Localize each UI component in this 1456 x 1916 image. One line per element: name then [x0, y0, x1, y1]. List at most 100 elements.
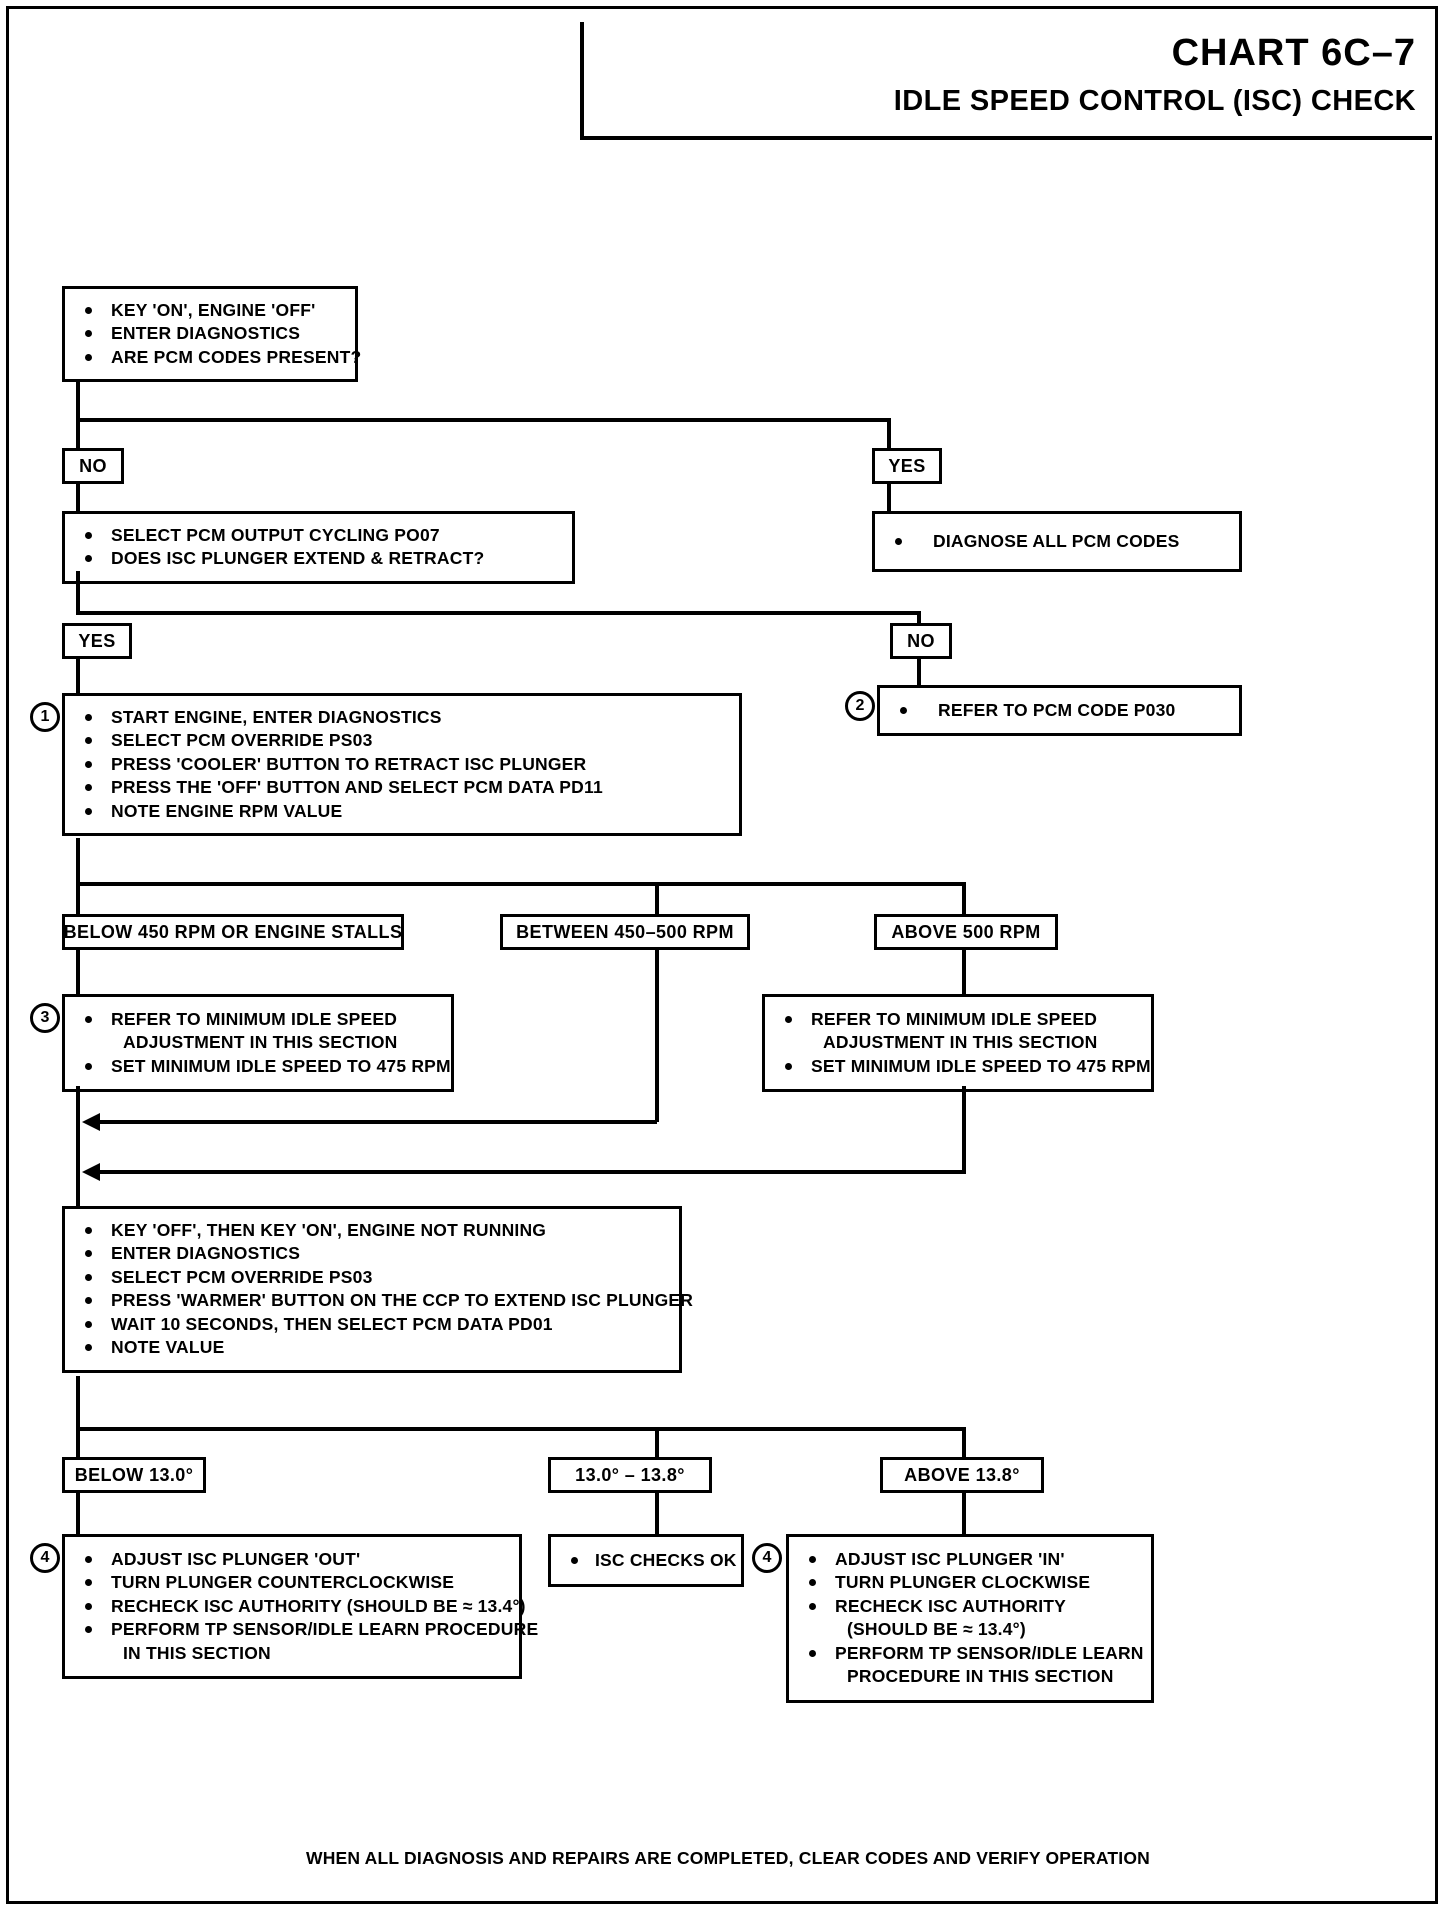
branch-label-no-1: NO	[62, 448, 124, 484]
connector-above-merge	[98, 1170, 966, 1174]
list-item: NOTE VALUE	[75, 1336, 669, 1359]
list-item: REFER TO MINIMUM IDLE SPEED	[775, 1008, 1141, 1031]
connector-no2-down	[917, 659, 921, 695]
list-item: PRESS 'COOLER' BUTTON TO RETRACT ISC PLU…	[75, 753, 729, 776]
chart-number: CHART 6C–7	[1171, 32, 1416, 74]
step-number: 1	[40, 708, 50, 725]
connector-step3-left-down	[76, 1086, 80, 1206]
branch-label-text: NO	[907, 630, 935, 651]
connector-deg-above-down	[962, 1493, 966, 1537]
list-item-continuation: IN THIS SECTION	[123, 1642, 271, 1663]
connector-deg-between-down	[655, 1493, 659, 1537]
list-item: ADJUST ISC PLUNGER 'IN'	[799, 1548, 1141, 1571]
step-number: 2	[855, 697, 865, 714]
step-marker-4-left: 4	[30, 1543, 60, 1573]
branch-label-text: NO	[79, 455, 107, 476]
list-item: SET MINIMUM IDLE SPEED TO 475 RPM	[75, 1055, 451, 1078]
node-isc-checks-ok: ISC CHECKS OK	[548, 1534, 744, 1588]
branch-label-text: ABOVE 500 RPM	[891, 921, 1041, 942]
node-step3-right: REFER TO MINIMUM IDLE SPEED ADJUSTMENT I…	[762, 994, 1154, 1093]
connector-rpm-below-down	[76, 950, 80, 996]
title-block: CHART 6C–7 IDLE SPEED CONTROL (ISC) CHEC…	[580, 22, 1432, 140]
connector-rpm-above-down	[962, 950, 966, 996]
branch-label-rpm-above: ABOVE 500 RPM	[874, 914, 1058, 950]
key-off-items: KEY 'OFF', THEN KEY 'ON', ENGINE NOT RUN…	[65, 1213, 693, 1366]
list-item: TURN PLUNGER CLOCKWISE	[799, 1571, 1141, 1594]
step-marker-1: 1	[30, 702, 60, 732]
list-item: ADJUST ISC PLUNGER 'OUT'	[75, 1548, 509, 1571]
arrow-above-merge	[82, 1163, 100, 1181]
connector-box2-down	[76, 571, 80, 615]
connector-to-yes1	[887, 418, 891, 450]
branch-label-text: BETWEEN 450–500 RPM	[516, 921, 734, 942]
list-item: DIAGNOSE ALL PCM CODES	[885, 530, 1229, 553]
list-item: SELECT PCM OVERRIDE PS03	[75, 1266, 669, 1289]
connector-deg-split	[76, 1427, 966, 1431]
start-items: KEY 'ON', ENGINE 'OFF' ENTER DIAGNOSTICS…	[65, 293, 361, 375]
connector-yes1-down	[887, 484, 891, 513]
branch-label-yes-2: YES	[62, 623, 132, 659]
list-item-continuation: PROCEDURE IN THIS SECTION	[847, 1666, 1114, 1687]
isc-ok-items: ISC CHECKS OK	[551, 1543, 741, 1578]
list-item: PRESS 'WARMER' BUTTON ON THE CCP TO EXTE…	[75, 1289, 693, 1312]
step4-left-items: ADJUST ISC PLUNGER 'OUT' TURN PLUNGER CO…	[65, 1542, 538, 1671]
page-title: IDLE SPEED CONTROL (ISC) CHECK	[893, 84, 1416, 117]
connector-keyoff-down	[76, 1376, 80, 1436]
list-item: TURN PLUNGER COUNTERCLOCKWISE	[75, 1571, 509, 1594]
list-item: PERFORM TP SENSOR/IDLE LEARN PROCEDURE	[75, 1618, 538, 1641]
list-item: REFER TO MINIMUM IDLE SPEED	[75, 1008, 441, 1031]
arrow-between-merge	[82, 1113, 100, 1131]
connector-step1-down	[76, 838, 80, 898]
node-step1: START ENGINE, ENTER DIAGNOSTICS SELECT P…	[62, 693, 742, 837]
list-item: RECHECK ISC AUTHORITY	[799, 1595, 1141, 1618]
node-diagnose-all-pcm-codes: DIAGNOSE ALL PCM CODES	[872, 511, 1242, 573]
list-item: ENTER DIAGNOSTICS	[75, 1242, 669, 1265]
list-item: START ENGINE, ENTER DIAGNOSTICS	[75, 706, 729, 729]
connector-deg-mid	[655, 1427, 659, 1459]
branch-label-text: YES	[78, 630, 116, 651]
node-step4-right: ADJUST ISC PLUNGER 'IN' TURN PLUNGER CLO…	[786, 1534, 1154, 1703]
connector-rpm-between-down	[655, 950, 659, 1122]
step3-left-items: REFER TO MINIMUM IDLE SPEED ADJUSTMENT I…	[65, 1002, 451, 1084]
branch-label-deg-below: BELOW 13.0°	[62, 1457, 206, 1493]
connector-rpm-left	[76, 882, 80, 916]
step4-right-items: ADJUST ISC PLUNGER 'IN' TURN PLUNGER CLO…	[789, 1542, 1151, 1695]
step1-items: START ENGINE, ENTER DIAGNOSTICS SELECT P…	[65, 700, 739, 829]
step3-right-items: REFER TO MINIMUM IDLE SPEED ADJUSTMENT I…	[765, 1002, 1151, 1084]
list-item-continuation: ADJUSTMENT IN THIS SECTION	[123, 1032, 398, 1053]
step-number: 3	[40, 1009, 50, 1026]
diagnose-items: DIAGNOSE ALL PCM CODES	[875, 524, 1239, 559]
step-number: 4	[762, 1549, 772, 1566]
node-step4-left: ADJUST ISC PLUNGER 'OUT' TURN PLUNGER CO…	[62, 1534, 538, 1680]
list-item: ENTER DIAGNOSTICS	[75, 322, 345, 345]
list-item: REFER TO PCM CODE P030	[890, 699, 1229, 722]
list-item-continuation: ADJUSTMENT IN THIS SECTION	[823, 1032, 1098, 1053]
branch-label-text: YES	[888, 455, 926, 476]
list-item: KEY 'OFF', THEN KEY 'ON', ENGINE NOT RUN…	[75, 1219, 669, 1242]
list-item: RECHECK ISC AUTHORITY (SHOULD BE ≈ 13.4°…	[75, 1595, 526, 1618]
connector-deg-right	[962, 1427, 966, 1459]
list-item: DOES ISC PLUNGER EXTEND & RETRACT?	[75, 547, 562, 570]
connector-no1-down	[76, 484, 80, 513]
node-pcm-output-cycling: SELECT PCM OUTPUT CYCLING PO07 DOES ISC …	[62, 511, 575, 584]
connector-rpm-right	[962, 882, 966, 916]
connector-yes2-down	[76, 659, 80, 695]
branch-label-text: ABOVE 13.8°	[904, 1464, 1020, 1485]
step-marker-3: 3	[30, 1003, 60, 1033]
list-item-continuation: (SHOULD BE ≈ 13.4°)	[847, 1619, 1026, 1640]
connector-start-down	[76, 380, 80, 422]
node-step2: REFER TO PCM CODE P030	[877, 685, 1242, 737]
branch-label-no-2: NO	[890, 623, 952, 659]
list-item: SELECT PCM OVERRIDE PS03	[75, 729, 729, 752]
list-item: PERFORM TP SENSOR/IDLE LEARN	[799, 1642, 1143, 1665]
branch-label-deg-above: ABOVE 13.8°	[880, 1457, 1044, 1493]
connector-rpm-split	[76, 882, 966, 886]
list-item: KEY 'ON', ENGINE 'OFF'	[75, 299, 345, 322]
branch-label-text: BELOW 450 RPM OR ENGINE STALLS	[63, 921, 403, 942]
connector-deg-below-down	[76, 1493, 80, 1537]
list-item: ISC CHECKS OK	[561, 1549, 736, 1572]
step-marker-4-right: 4	[752, 1543, 782, 1573]
connector-deg-left	[76, 1427, 80, 1459]
connector-start-split	[76, 418, 891, 422]
